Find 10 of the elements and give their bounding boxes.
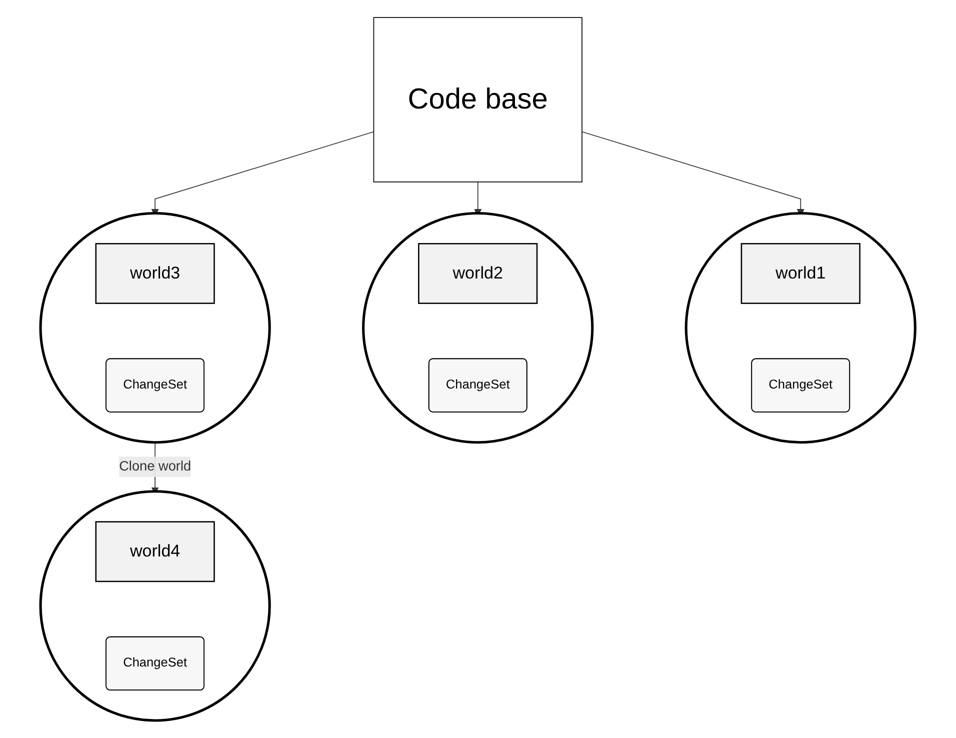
node-box: world1 bbox=[740, 243, 861, 304]
cluster bbox=[39, 212, 272, 444]
cluster bbox=[39, 490, 272, 722]
edge-label: Clone world bbox=[119, 459, 192, 474]
node-box: Code base bbox=[373, 17, 583, 182]
cluster bbox=[362, 212, 594, 444]
cluster bbox=[684, 212, 917, 444]
node-box: world2 bbox=[418, 243, 538, 304]
node-box: world4 bbox=[95, 521, 216, 582]
node-box: world3 bbox=[95, 243, 216, 304]
